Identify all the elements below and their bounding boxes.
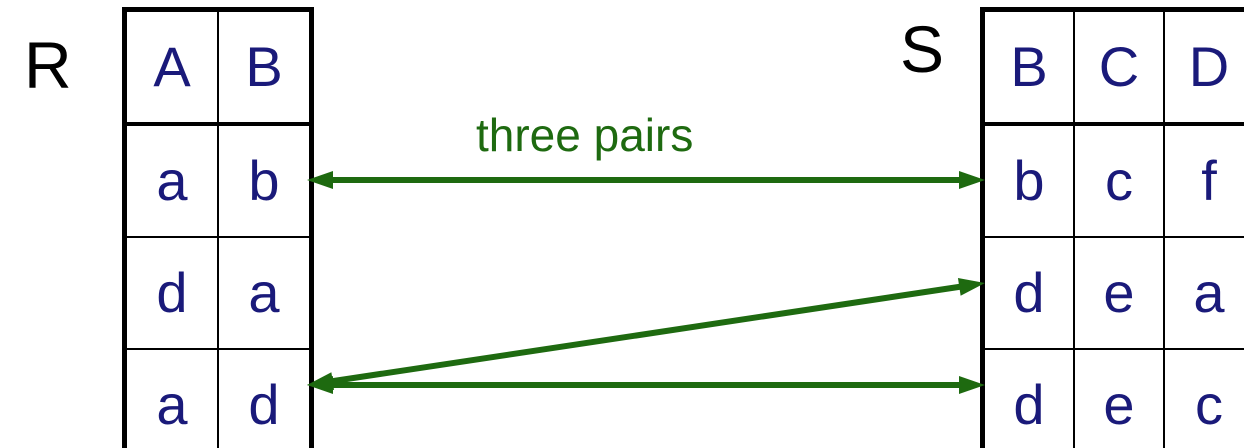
column-header: C <box>1074 9 1165 126</box>
table-cell: e <box>1074 237 1165 350</box>
table-cell: d <box>124 237 219 350</box>
table-cell: c <box>1195 373 1223 436</box>
column-header: B <box>218 9 312 126</box>
relation-r-table: A B a b d a a d <box>122 7 314 448</box>
arrow-head <box>959 376 985 394</box>
relation-r-name: R <box>24 28 72 102</box>
table-cell: a <box>1164 237 1244 350</box>
table-cell: b <box>218 124 312 238</box>
table-cell: c <box>1074 124 1165 238</box>
table-row: d e a <box>982 237 1244 350</box>
table-cell: a <box>218 237 312 350</box>
table-cell: b <box>982 124 1075 238</box>
arrow-head <box>959 171 985 189</box>
table-cell: d <box>982 237 1075 350</box>
table-cell: a <box>124 124 219 238</box>
relation-s-table: B C D b c f d e a d e c <box>980 7 1244 448</box>
arrow-head <box>957 277 985 296</box>
relation-s-name: S <box>900 12 945 86</box>
table-cell: a <box>124 349 219 448</box>
table-cell: d <box>982 349 1075 448</box>
table-row: a b <box>124 124 312 238</box>
table-row: b c f <box>982 124 1244 238</box>
column-header: D <box>1164 9 1244 126</box>
table-cell: e <box>1074 349 1165 448</box>
arrow-head <box>307 376 333 394</box>
table-header-row: B C D <box>982 9 1244 126</box>
column-header: B <box>982 9 1075 126</box>
pairs-annotation: three pairs <box>476 109 694 161</box>
table-row: d e c <box>982 349 1244 448</box>
table-row: d a <box>124 237 312 350</box>
table-row: a d <box>124 349 312 448</box>
table-header-row: A B <box>124 9 312 126</box>
arrow-head <box>307 171 333 189</box>
column-header: A <box>124 9 219 126</box>
pair-arrow-line <box>326 283 966 385</box>
table-cell: f <box>1164 124 1244 238</box>
table-cell: d <box>248 373 280 436</box>
